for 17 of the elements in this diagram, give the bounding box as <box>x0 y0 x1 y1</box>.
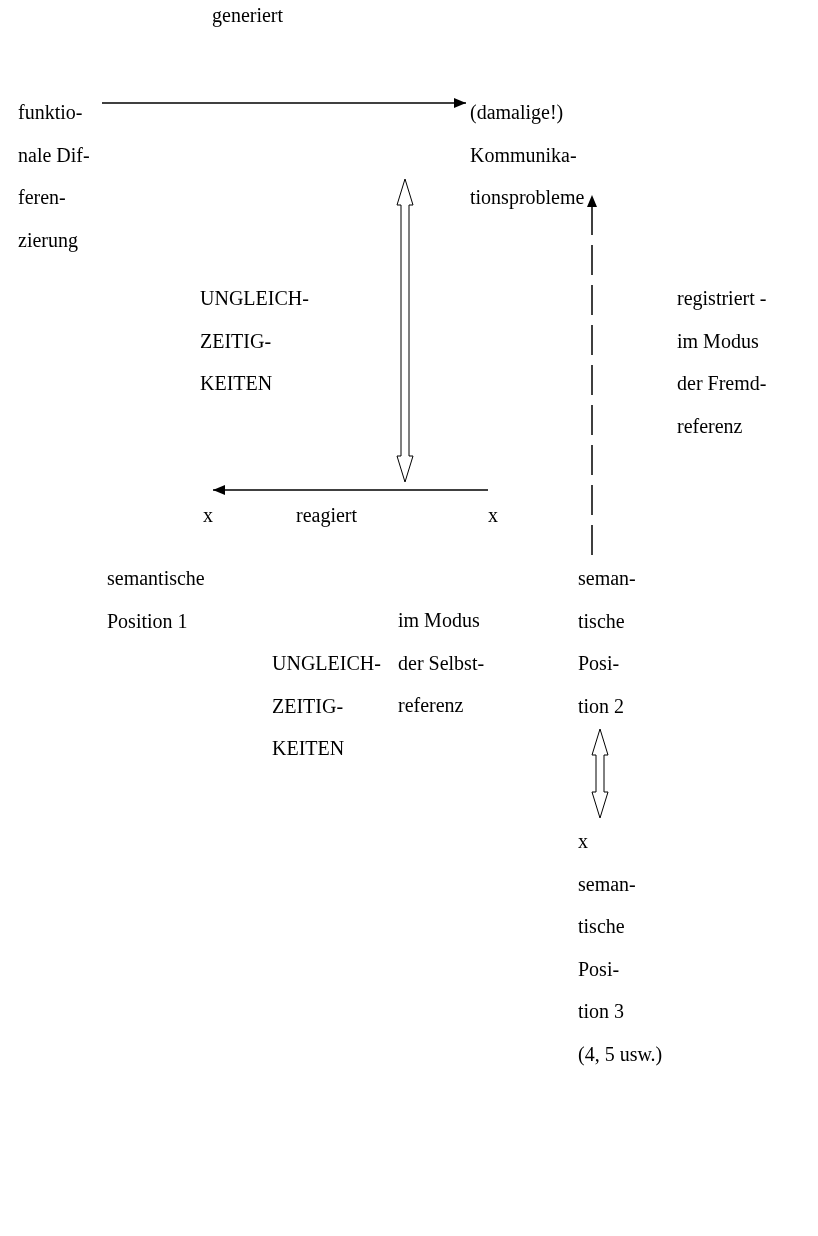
arrow <box>587 194 597 556</box>
double-arrow <box>591 728 609 819</box>
node-text: x <box>578 829 589 854</box>
arrow <box>212 485 489 495</box>
double-arrow <box>396 178 414 483</box>
node-text: (4, 5 usw.) <box>578 1041 663 1068</box>
node-caption: semantische Position 1 <box>107 566 206 634</box>
node-text: x <box>488 484 498 537</box>
node-text: seman- tische Posi- tion 3 <box>578 871 637 1024</box>
node-text: (damalige!) Kommunika- tionsprobleme <box>470 91 588 219</box>
arrow <box>101 98 467 108</box>
node-text: funktio- nale Dif- feren- zierung <box>18 91 98 261</box>
node-text: seman- tische Posi- tion 2 <box>578 557 650 727</box>
annotation-text: UNGLEICH- ZEITIG- KEITEN <box>200 286 310 396</box>
annotation-text: im Modus der Selbst- referenz <box>398 608 486 718</box>
annotation-text: UNGLEICH- ZEITIG- KEITEN <box>272 651 382 761</box>
node-text: x <box>203 484 213 537</box>
